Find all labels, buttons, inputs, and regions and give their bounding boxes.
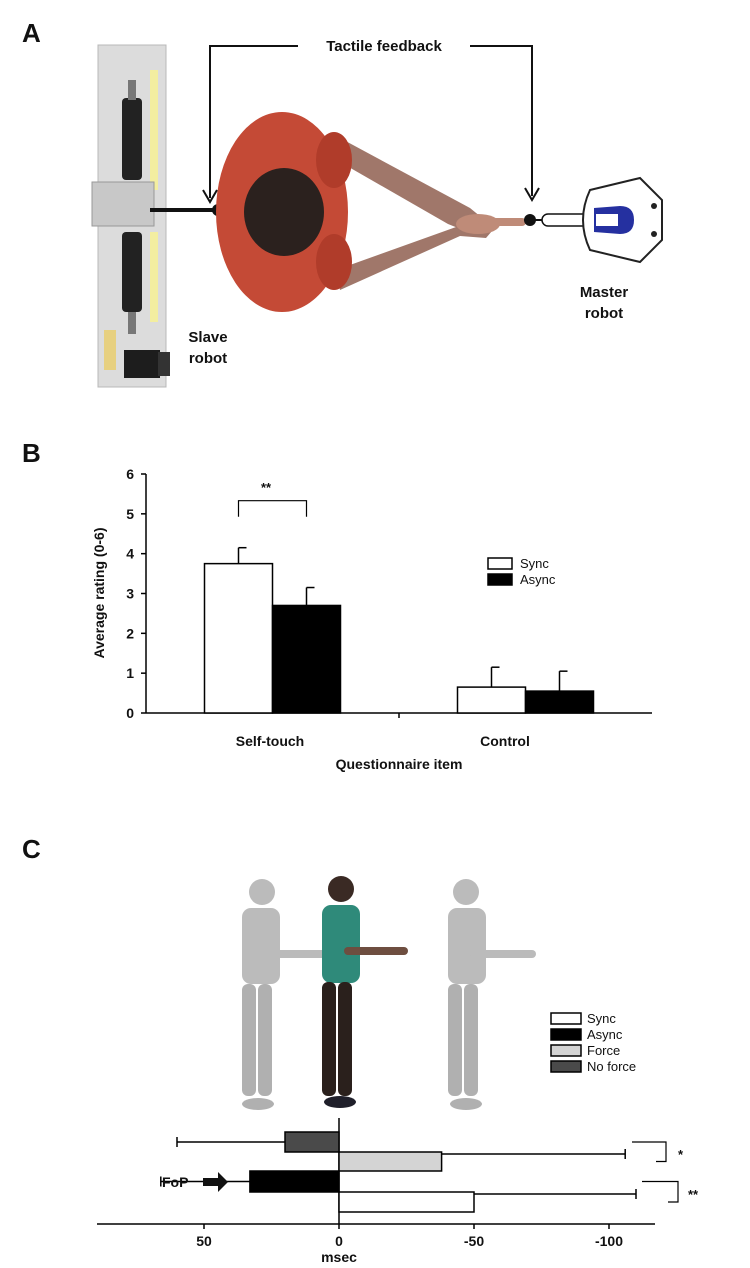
master-label-line1: Master bbox=[580, 284, 629, 301]
c-x-tick-label--50: -50 bbox=[464, 1233, 484, 1249]
c-x-tick-label-0: 0 bbox=[335, 1233, 343, 1249]
b-y-tick-label-6: 6 bbox=[126, 466, 134, 482]
panel-c: C Sync bbox=[22, 834, 699, 1265]
c-significance-bracket-0 bbox=[632, 1141, 667, 1163]
avatar-illustration-center bbox=[322, 876, 408, 1108]
participant-illustration bbox=[216, 112, 526, 312]
c-legend-swatch-no-force bbox=[550, 1060, 582, 1073]
c-bar-sync bbox=[338, 1191, 475, 1213]
b-legend-label-sync: Sync bbox=[520, 556, 549, 571]
b-legend-swatch-sync bbox=[487, 557, 513, 570]
c-x-tick-label-50: 50 bbox=[196, 1233, 212, 1249]
b-y-tick-label-2: 2 bbox=[126, 625, 134, 641]
b-legend-label-async: Async bbox=[520, 572, 556, 587]
b-y-tick-label-4: 4 bbox=[126, 546, 134, 562]
c-legend-label-async: Async bbox=[587, 1027, 623, 1042]
panel-b: B Average rating (0-6) 0 1 2 3 4 5 6 Self-touc… bbox=[22, 438, 652, 772]
panel-a-letter: A bbox=[22, 18, 41, 48]
b-y-tick-label-0: 0 bbox=[126, 705, 134, 721]
b-bar-async-control bbox=[524, 690, 595, 714]
tactile-feedback-label: Tactile feedback bbox=[326, 38, 442, 55]
c-legend-swatch-force bbox=[550, 1044, 582, 1057]
avatar-illustration-left bbox=[242, 879, 326, 1110]
b-category-label-control: Control bbox=[480, 733, 530, 749]
chart-b: 0 1 2 3 4 5 6 bbox=[126, 466, 652, 721]
master-robot-illustration bbox=[524, 176, 663, 264]
b-category-label-self-touch: Self-touch bbox=[236, 733, 304, 749]
b-significance-label: ** bbox=[261, 480, 272, 495]
c-bar-force bbox=[338, 1151, 443, 1172]
fop-label: FoP bbox=[162, 1174, 188, 1190]
b-y-tick-label-1: 1 bbox=[126, 665, 134, 681]
tactile-feedback-arrows bbox=[202, 45, 540, 204]
b-y-tick-label-3: 3 bbox=[126, 586, 134, 602]
b-legend-swatch-async bbox=[487, 573, 513, 586]
master-label-line2: robot bbox=[585, 305, 623, 322]
c-x-axis-label: msec bbox=[321, 1249, 357, 1265]
c-bar-async bbox=[249, 1170, 340, 1193]
b-x-axis-label: Questionnaire item bbox=[336, 756, 463, 772]
slave-label-line2: robot bbox=[189, 350, 227, 367]
c-bar-no-force bbox=[284, 1131, 340, 1153]
c-legend-label-force: Force bbox=[587, 1043, 620, 1058]
panel-c-letter: C bbox=[22, 834, 41, 864]
c-x-tick-label--100: -100 bbox=[595, 1233, 623, 1249]
c-significance-bracket-1 bbox=[642, 1180, 679, 1203]
b-bar-async-self-touch bbox=[271, 604, 342, 714]
c-significance-label-1: ** bbox=[688, 1187, 699, 1202]
avatar-illustration-right bbox=[448, 879, 536, 1110]
slave-label-line1: Slave bbox=[188, 329, 227, 346]
c-legend-label-no-force: No force bbox=[587, 1059, 636, 1074]
c-legend-swatch-async bbox=[550, 1028, 582, 1041]
b-bar-sync-control bbox=[456, 686, 527, 714]
slave-robot-illustration bbox=[91, 44, 224, 388]
panel-b-letter: B bbox=[22, 438, 41, 468]
b-y-axis-label: Average rating (0-6) bbox=[91, 528, 107, 659]
b-significance-bracket bbox=[237, 500, 308, 517]
c-legend-label-sync: Sync bbox=[587, 1011, 616, 1026]
b-bar-sync-self-touch bbox=[203, 562, 274, 714]
c-significance-label-0: * bbox=[678, 1147, 684, 1162]
panel-a: A bbox=[22, 18, 663, 388]
fop-arrow-icon bbox=[203, 1172, 228, 1192]
c-legend-swatch-sync bbox=[550, 1012, 582, 1025]
b-y-tick-label-5: 5 bbox=[126, 506, 134, 522]
